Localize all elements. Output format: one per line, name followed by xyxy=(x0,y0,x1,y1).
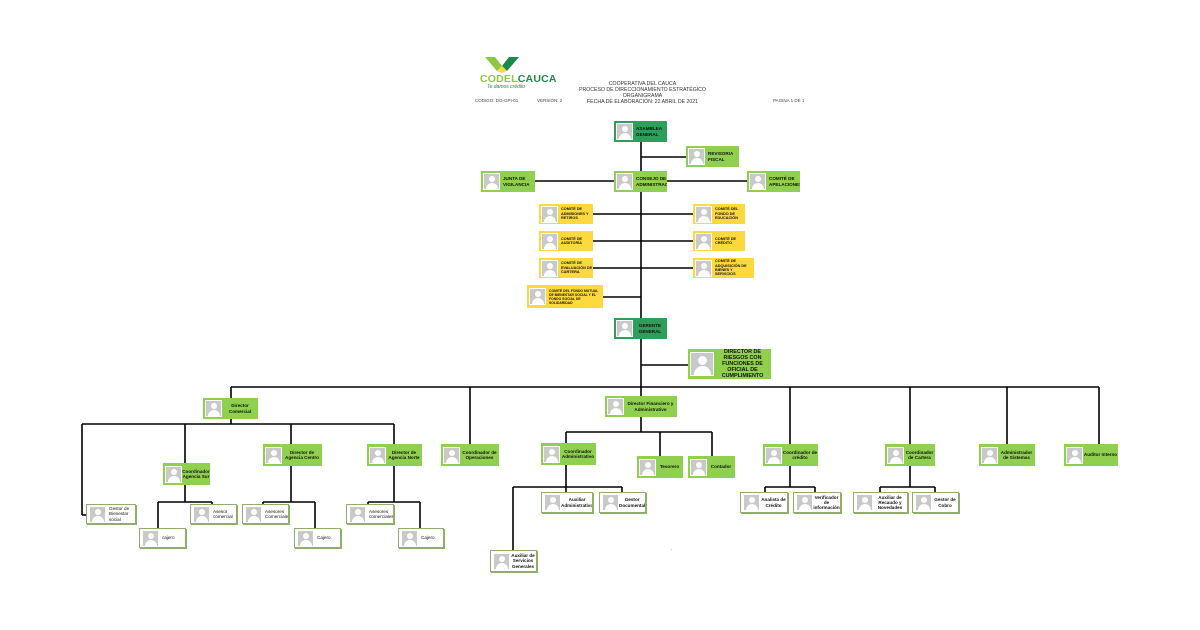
node-comite-admisiones[interactable]: COMITÉ DE ADMISIONES Y RETIROS xyxy=(539,204,593,224)
person-placeholder-icon xyxy=(544,494,561,511)
node-analista-credito[interactable]: Analista de Crédito xyxy=(740,492,788,513)
document-code: CODIGO: DG-GPI-01 xyxy=(475,98,519,103)
node-tesorero[interactable]: Tesorero xyxy=(637,456,683,478)
person-placeholder-icon xyxy=(349,505,366,523)
company-name: COOPERATIVA DEL CAUCA xyxy=(608,81,677,87)
person-placeholder-icon xyxy=(749,173,766,190)
node-junta-vigilancia[interactable]: JUNTA DE VIGILANCIA xyxy=(481,171,535,192)
node-asesores-comerciales-centro[interactable]: Asesores Comerciales xyxy=(242,504,289,524)
node-comite-bienestar[interactable]: COMITÉ DEL FONDO MUTUAL DE BIENESTAR SOC… xyxy=(527,285,603,308)
person-placeholder-icon xyxy=(981,446,998,464)
process-name: PROCESO DE DIRECCIONAMIENTO ESTRATÉGICO xyxy=(579,87,706,93)
node-gestor-bienestar[interactable]: Gestor de Bienestar social xyxy=(86,504,136,524)
codelcauca-logo-icon xyxy=(485,57,519,73)
node-contador[interactable]: Contador xyxy=(688,456,735,478)
node-director-financiero[interactable]: Director Financiero y Administrativo xyxy=(605,396,677,417)
person-placeholder-icon xyxy=(165,465,182,483)
node-comite-credito[interactable]: COMITÉ DE CRÉDITO xyxy=(693,231,745,251)
person-placeholder-icon xyxy=(856,494,873,511)
person-placeholder-icon xyxy=(369,446,386,464)
node-coordinador-cartera[interactable]: Coordinador de Cartera xyxy=(885,444,935,466)
node-gestor-cobro[interactable]: Gestor de Cobro xyxy=(912,492,959,513)
node-coordinador-credito[interactable]: Coordinador de crédito xyxy=(763,444,818,466)
node-consejo-administracion[interactable]: CONSEJO DE ADMINISTRACIÓN xyxy=(614,171,667,192)
person-placeholder-icon xyxy=(89,505,106,523)
node-auditor-interno[interactable]: Auditor Interno xyxy=(1064,444,1118,466)
person-placeholder-icon xyxy=(483,173,500,190)
person-placeholder-icon xyxy=(690,458,707,476)
person-placeholder-icon xyxy=(915,494,932,511)
node-cajero-centro[interactable]: Cajero xyxy=(294,528,341,548)
node-verificador-informacion[interactable]: Verificador de información xyxy=(793,492,841,513)
person-placeholder-icon xyxy=(142,529,159,547)
node-administrador-sistemas[interactable]: Administrador de Sistemas xyxy=(979,444,1035,466)
document-type: ORGANIGRAMA xyxy=(622,93,663,99)
node-director-agencia-norte[interactable]: Director de Agencia Norte xyxy=(367,444,422,466)
person-placeholder-icon xyxy=(743,494,760,511)
document-version: VERSIÓN: 2 xyxy=(537,98,563,103)
node-director-comercial[interactable]: Director Comercial xyxy=(203,398,258,419)
person-placeholder-icon xyxy=(401,529,418,547)
person-placeholder-icon xyxy=(616,173,633,190)
node-comite-apelaciones[interactable]: COMITÉ DE APELACIONES xyxy=(747,171,800,192)
person-placeholder-icon xyxy=(541,232,558,250)
person-placeholder-icon xyxy=(765,446,782,464)
person-placeholder-icon xyxy=(796,494,813,511)
person-placeholder-icon xyxy=(541,205,558,223)
person-placeholder-icon xyxy=(297,529,314,547)
person-placeholder-icon xyxy=(695,232,712,250)
person-placeholder-icon xyxy=(529,288,546,305)
node-gestor-documental[interactable]: Gestor Documental xyxy=(599,492,646,513)
logo-wordmark: CODELCAUCA xyxy=(480,73,557,85)
node-gerente-general[interactable]: GERENTE GENERAL xyxy=(614,318,667,339)
node-director-riesgos[interactable]: DIRECTOR DE RIESGOS CON FUNCIONES DE OFI… xyxy=(688,349,771,379)
person-placeholder-icon xyxy=(616,320,633,337)
person-placeholder-icon xyxy=(639,458,656,476)
stray-mark: . xyxy=(671,546,673,552)
person-placeholder-icon xyxy=(695,259,712,277)
person-placeholder-icon xyxy=(493,552,510,570)
person-placeholder-icon xyxy=(1066,446,1083,464)
node-auxiliar-recaudo[interactable]: Auxiliar de Recaudo y Novedades xyxy=(853,492,908,513)
node-comite-educacion[interactable]: COMITÉ DEL FONDO DE EDUCACIÓN xyxy=(693,204,745,224)
node-coordinador-agencia-sur[interactable]: Coordinador Agencia Sur xyxy=(163,463,210,485)
node-comite-evaluacion-cartera[interactable]: COMITÉ DE EVALUACIÓN DE CARTERA xyxy=(539,258,593,278)
person-placeholder-icon xyxy=(616,123,633,140)
node-coordinador-operaciones[interactable]: Coordinador de Operaciones xyxy=(441,444,499,466)
page-indicator: PAGINA 1 DE 1 xyxy=(773,98,805,103)
person-placeholder-icon xyxy=(265,446,282,464)
node-coordinador-administrativo[interactable]: Coordinador Administrativo xyxy=(541,443,596,465)
person-placeholder-icon xyxy=(688,148,705,165)
node-comite-adquisicion[interactable]: COMITÉ DE ADQUISICIÓN DE BIENES Y SERVIC… xyxy=(693,258,754,278)
node-cajero-sur[interactable]: cajero xyxy=(139,528,186,548)
node-auxiliar-administrativo[interactable]: Auxiliar Administrativo xyxy=(541,492,593,513)
node-director-agencia-centro[interactable]: Director de Agencia Centro xyxy=(263,444,322,466)
node-auxiliar-servicios-generales[interactable]: Auxiliar de Servicios Generales xyxy=(490,550,537,572)
person-placeholder-icon xyxy=(695,205,712,223)
logo-tagline: Te damos crédito xyxy=(487,84,526,90)
node-cajero-norte[interactable]: Cajero xyxy=(398,528,444,548)
person-placeholder-icon xyxy=(245,505,262,523)
person-placeholder-icon xyxy=(690,352,714,376)
person-placeholder-icon xyxy=(541,259,558,277)
person-placeholder-icon xyxy=(443,446,460,464)
node-asesor-comercial-sur[interactable]: Asesor comercial xyxy=(190,504,237,524)
person-placeholder-icon xyxy=(543,445,560,463)
node-comite-auditoria[interactable]: COMITÉ DE AUDITORÍA xyxy=(539,231,593,251)
person-placeholder-icon xyxy=(602,494,619,511)
person-placeholder-icon xyxy=(205,400,222,417)
node-revisoria-fiscal[interactable]: REVISORIA FISCAL xyxy=(686,146,739,167)
person-placeholder-icon xyxy=(607,398,624,415)
elaboration-date: FECHA DE ELABORACIÓN: 22 ABRIL DE 2021 xyxy=(586,99,699,105)
node-asamblea-general[interactable]: ASAMBLEA GENERAL xyxy=(614,121,667,142)
person-placeholder-icon xyxy=(193,505,210,523)
node-asesores-comerciales-norte[interactable]: Asesores comerciales xyxy=(346,504,394,524)
document-title: COOPERATIVA DEL CAUCA PROCESO DE DIRECCI… xyxy=(560,81,725,105)
person-placeholder-icon xyxy=(887,446,904,464)
